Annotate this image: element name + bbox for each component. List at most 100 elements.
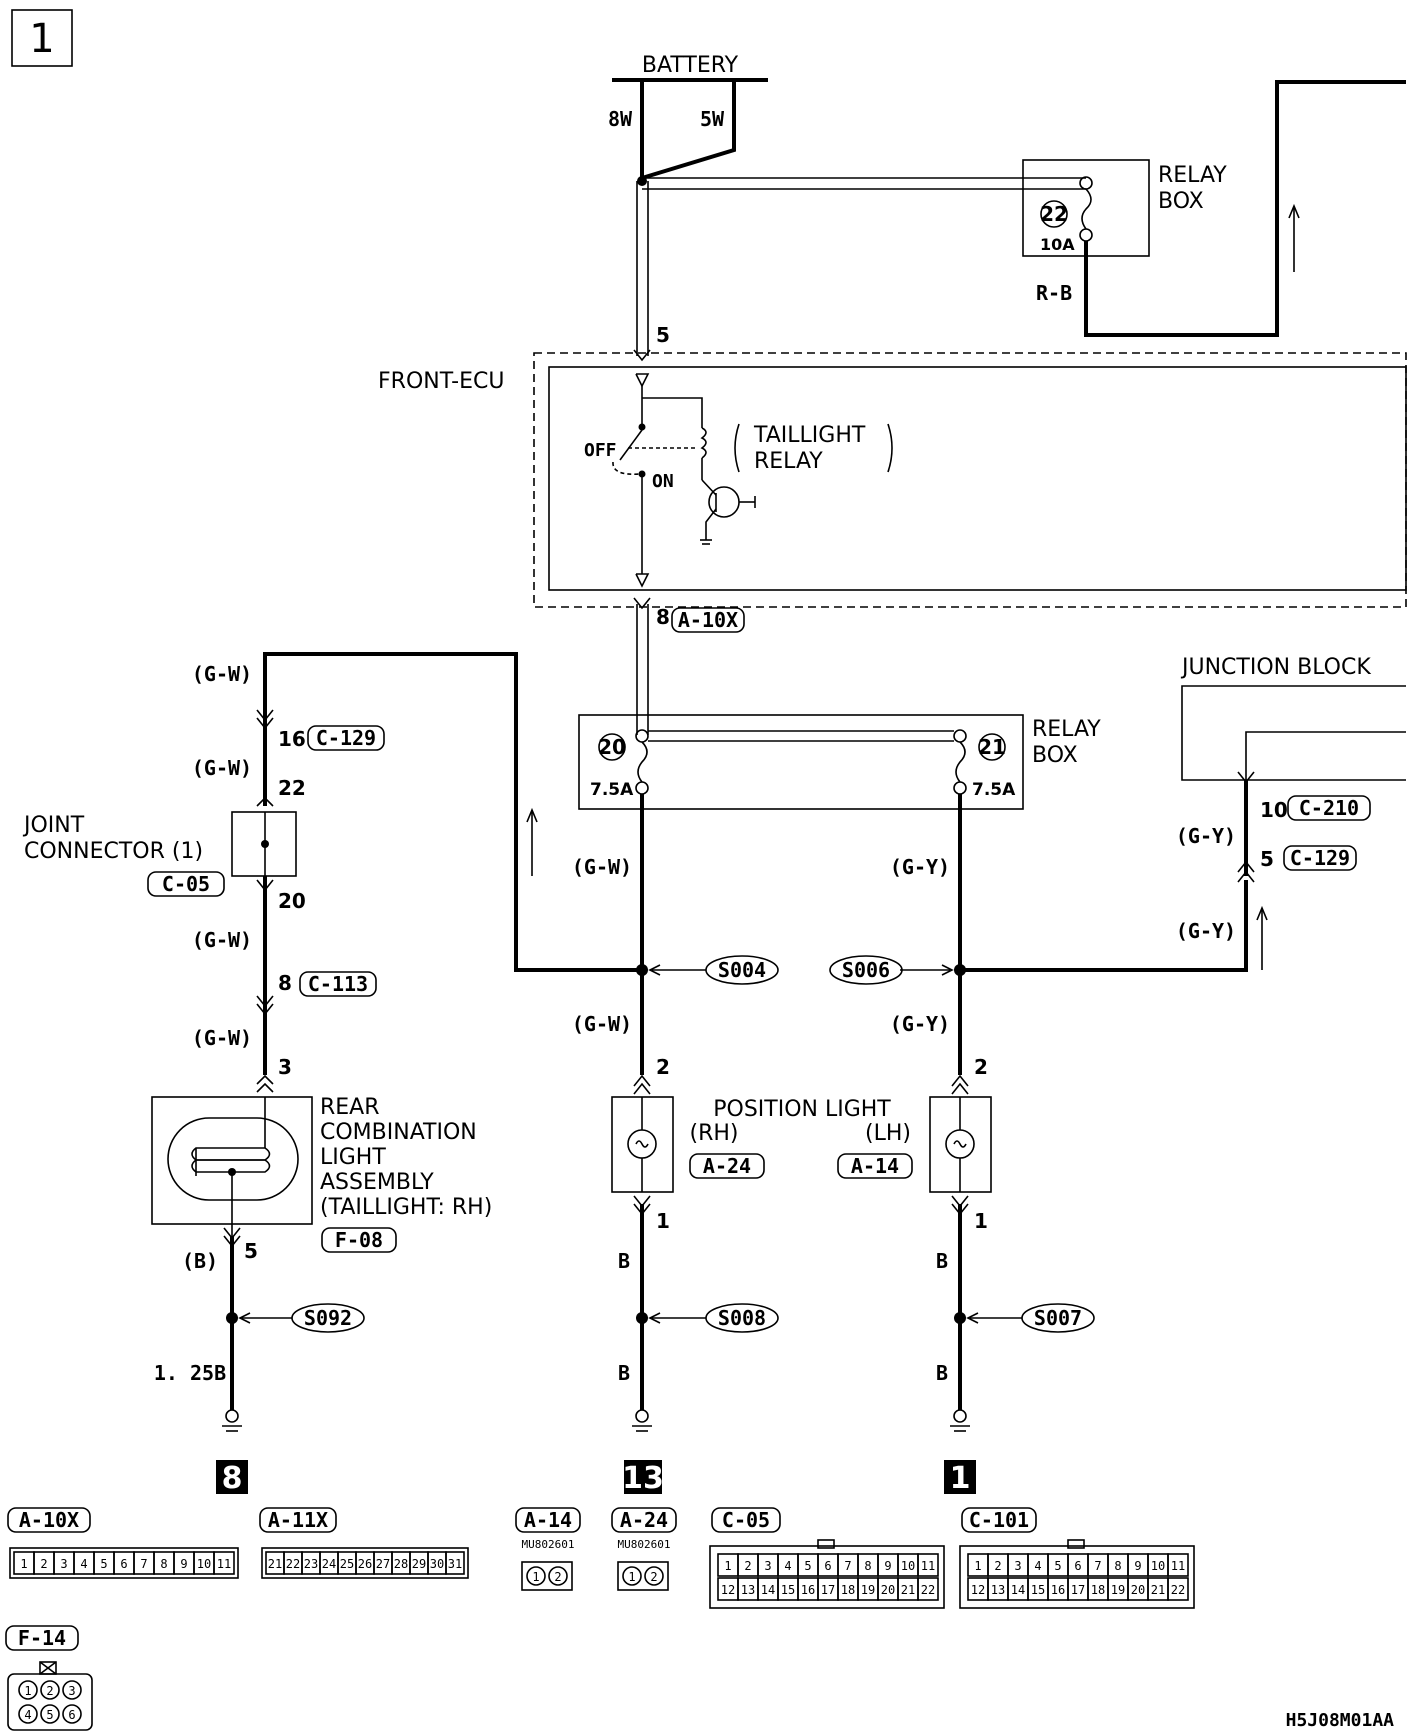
pin-label-f-14-1: 1 bbox=[24, 1684, 31, 1698]
right-pin-2: 2 bbox=[974, 1055, 988, 1079]
pin-label-a-11x-22: 22 bbox=[286, 1557, 300, 1571]
left-wire-color-3: (G-W) bbox=[192, 928, 252, 952]
junction-pin5-arrow-b bbox=[1237, 870, 1255, 883]
pin-cell-f-14-6 bbox=[62, 1704, 82, 1724]
fuse-20-element bbox=[637, 741, 648, 783]
mid-pin2-arrow-a bbox=[633, 1074, 651, 1087]
pin16-arrow-b bbox=[256, 717, 274, 730]
joint-connector-dot bbox=[261, 840, 269, 848]
joint-connector-label-1: JOINT bbox=[22, 813, 85, 838]
left-pin-3: 3 bbox=[278, 1055, 292, 1079]
pin-label-a-10x-7: 7 bbox=[140, 1557, 147, 1571]
junction-inner-line bbox=[1245, 731, 1406, 780]
pin-label-f-14-5: 5 bbox=[46, 1708, 53, 1722]
conn-view-badge-a-10x bbox=[7, 1507, 91, 1533]
pin-label-c-05-5: 5 bbox=[804, 1559, 811, 1573]
rear-combo-filament-top bbox=[191, 1147, 271, 1161]
conn-latch-cross-b-f-14 bbox=[39, 1661, 57, 1675]
pin-label-c-05-10: 10 bbox=[901, 1559, 915, 1573]
switch-pivot bbox=[638, 423, 646, 431]
ecu-output-marker bbox=[635, 573, 650, 588]
conn-view-title-c-05: C-05 bbox=[722, 1508, 770, 1532]
battery-wire-5w bbox=[641, 80, 736, 180]
conn-view-title-a-14: A-14 bbox=[524, 1508, 572, 1532]
position-light-rh-conn: A-24 bbox=[703, 1154, 751, 1178]
left-pin-16: 16 bbox=[278, 727, 306, 751]
fuse-20-badge bbox=[598, 733, 626, 761]
position-light-lh-conn: A-14 bbox=[851, 1154, 899, 1178]
splice-s004-label: S004 bbox=[718, 958, 766, 982]
pin-label-c-101-13: 13 bbox=[991, 1583, 1005, 1597]
pin22-arrow bbox=[256, 796, 274, 807]
junction-feed-wire bbox=[960, 880, 1248, 972]
conn-housing-f-14 bbox=[7, 1673, 93, 1731]
joint-connector-conn: C-05 bbox=[162, 872, 210, 896]
splice-s092-dot bbox=[226, 1312, 238, 1324]
relay-label-paren-r bbox=[887, 423, 893, 473]
junction-conn-a-badge bbox=[1287, 795, 1371, 821]
junction-conn-b-badge bbox=[1283, 845, 1357, 871]
pin-cell-f-14-2 bbox=[40, 1680, 60, 1700]
splice-s007-badge bbox=[1021, 1303, 1095, 1333]
relay-box-mid-label-2: BOX bbox=[1032, 743, 1078, 768]
left-wire-color-4: (G-W) bbox=[192, 1026, 252, 1050]
relay-box-top-label-2: BOX bbox=[1158, 189, 1204, 214]
pin-label-c-05-22: 22 bbox=[921, 1583, 935, 1597]
conn-view-title-c-101: C-101 bbox=[969, 1508, 1029, 1532]
junction-pin10-arrow bbox=[1237, 771, 1255, 784]
left-ground-size: 1. 25B bbox=[154, 1361, 226, 1385]
pin-label-c-05-11: 11 bbox=[921, 1559, 935, 1573]
pin-label-c-05-6: 6 bbox=[824, 1559, 831, 1573]
pin-cell-a-10x-11 bbox=[213, 1551, 235, 1575]
ground-13-terminal bbox=[635, 1409, 649, 1423]
junction-pin-b: 5 bbox=[1260, 847, 1274, 871]
page-number: 1 bbox=[29, 16, 54, 62]
ground-13-badge bbox=[624, 1460, 662, 1494]
splice-s007-dot bbox=[954, 1312, 966, 1324]
conn-view-badge-a-14 bbox=[515, 1507, 581, 1533]
left-conn-8-badge bbox=[299, 971, 377, 997]
right-wire-color-1: (G-Y) bbox=[890, 855, 950, 879]
pin-label-c-101-4: 4 bbox=[1034, 1559, 1041, 1573]
pin-label-c-05-13: 13 bbox=[741, 1583, 755, 1597]
rear-combo-label-1: REAR bbox=[320, 1095, 380, 1120]
ecu-feed-arrow bbox=[633, 349, 651, 362]
pin-label-c-101-16: 16 bbox=[1051, 1583, 1065, 1597]
rear-combo-label-4: ASSEMBLY bbox=[320, 1170, 434, 1195]
pin-cell-a-14-2 bbox=[548, 1566, 568, 1586]
conn-view-title-a-11x: A-11X bbox=[268, 1508, 328, 1532]
pin-cell-f-14-1 bbox=[18, 1680, 38, 1700]
pin-label-c-05-14: 14 bbox=[761, 1583, 775, 1597]
pin-label-c-101-10: 10 bbox=[1151, 1559, 1165, 1573]
rear-combo-dot bbox=[228, 1168, 236, 1176]
left-feed-wire bbox=[263, 652, 642, 972]
front-ecu-outer bbox=[533, 352, 1407, 608]
pin-label-a-11x-26: 26 bbox=[358, 1557, 372, 1571]
fuse-22-bottom-terminal bbox=[1079, 228, 1093, 242]
junction-pin-a: 10 bbox=[1260, 798, 1288, 822]
front-ecu-label: FRONT-ECU bbox=[378, 369, 504, 394]
left-wire-color-2: (G-W) bbox=[192, 756, 252, 780]
mid-pin-2: 2 bbox=[656, 1055, 670, 1079]
splice-s092-badge bbox=[291, 1303, 365, 1333]
pin-label-c-101-20: 20 bbox=[1131, 1583, 1145, 1597]
relay-box-mid-label-1: RELAY bbox=[1032, 717, 1101, 742]
junction-block-box bbox=[1181, 685, 1406, 781]
pin-label-a-10x-9: 9 bbox=[180, 1557, 187, 1571]
pin-label-c-101-5: 5 bbox=[1054, 1559, 1061, 1573]
pin-label-c-101-6: 6 bbox=[1074, 1559, 1081, 1573]
flow-arrow-up-3-head bbox=[1256, 905, 1268, 921]
left-pin-22: 22 bbox=[278, 776, 306, 800]
rear-combo-label-3: LIGHT bbox=[320, 1145, 386, 1170]
conn-view-badge-f-14 bbox=[5, 1625, 79, 1651]
pin-label-c-101-18: 18 bbox=[1091, 1583, 1105, 1597]
fuse-22-rating: 10A bbox=[1040, 235, 1075, 254]
pin-label-c-05-3: 3 bbox=[764, 1559, 771, 1573]
pin-label-f-14-4: 4 bbox=[24, 1708, 31, 1722]
ground-1-number: 1 bbox=[950, 1461, 971, 1496]
position-light-label: POSITION LIGHT bbox=[713, 1097, 891, 1122]
rear-combo-conn-badge bbox=[321, 1227, 397, 1253]
